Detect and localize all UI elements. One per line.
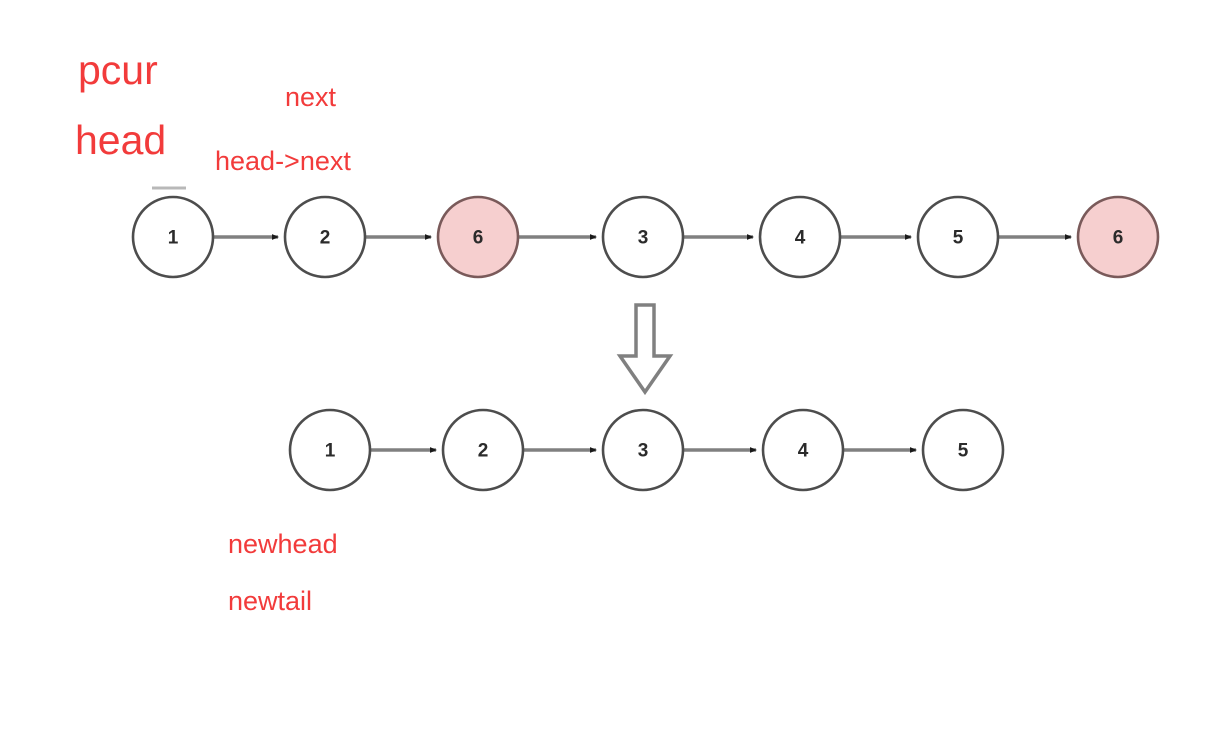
list-node: 5 — [916, 195, 1000, 279]
list-node: 4 — [758, 195, 842, 279]
label-newtail: newtail — [228, 586, 313, 616]
list-node: 1 — [288, 408, 372, 492]
node-label: 2 — [478, 441, 489, 462]
list-node-highlighted: 6 — [436, 195, 520, 279]
node-label: 5 — [958, 441, 969, 462]
label-head: head — [75, 117, 167, 163]
node-circle[interactable] — [921, 408, 1005, 492]
list-node: 5 — [921, 408, 1005, 492]
list-node: 1 — [131, 195, 215, 279]
node-label: 3 — [638, 441, 649, 462]
node-circle[interactable] — [761, 408, 845, 492]
label-pcur: pcur — [78, 47, 158, 93]
node-circle[interactable] — [601, 408, 685, 492]
label-newhead: newhead — [228, 529, 338, 559]
list-node: 4 — [761, 408, 845, 492]
node-circle[interactable] — [441, 408, 525, 492]
list-node-highlighted: 6 — [1076, 195, 1160, 279]
node-circle[interactable] — [601, 195, 685, 279]
node-circle[interactable] — [131, 195, 215, 279]
node-label: 5 — [953, 228, 964, 249]
label-head-next: head->next — [215, 146, 351, 176]
node-circle[interactable] — [916, 195, 1000, 279]
node-label: 1 — [325, 441, 336, 462]
node-label: 1 — [168, 228, 179, 249]
node-label: 4 — [798, 441, 809, 462]
list-node: 2 — [441, 408, 525, 492]
label-next: next — [285, 82, 337, 112]
row-before-nodes: 1 2 6 3 4 5 6 — [131, 195, 1160, 279]
node-label: 3 — [638, 228, 649, 249]
node-label: 6 — [473, 228, 484, 249]
row-after-nodes: 1 2 3 4 5 — [288, 408, 1005, 492]
node-circle[interactable] — [436, 195, 520, 279]
list-node: 3 — [601, 195, 685, 279]
list-node: 3 — [601, 408, 685, 492]
node-label: 6 — [1113, 228, 1124, 249]
node-circle[interactable] — [758, 195, 842, 279]
list-node: 2 — [283, 195, 367, 279]
node-label: 2 — [320, 228, 331, 249]
down-block-arrow-icon — [616, 303, 674, 396]
node-circle[interactable] — [288, 408, 372, 492]
node-label: 4 — [795, 228, 806, 249]
node-circle[interactable] — [1076, 195, 1160, 279]
node-circle[interactable] — [283, 195, 367, 279]
